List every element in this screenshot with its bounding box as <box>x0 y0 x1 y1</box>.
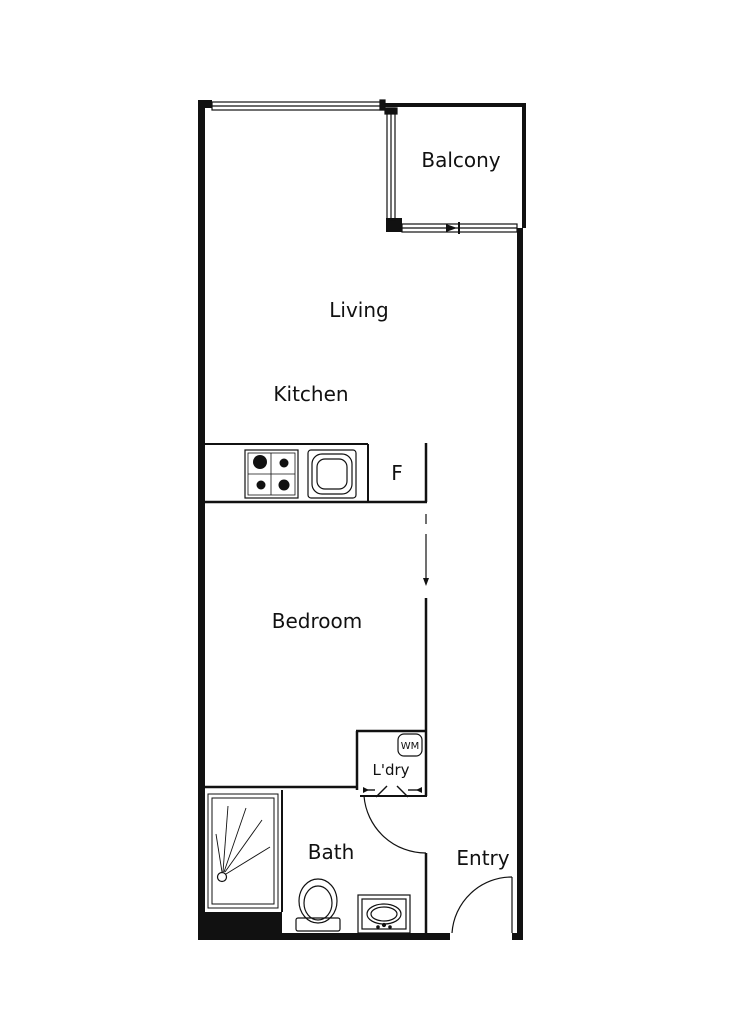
living-label: Living <box>329 298 388 322</box>
washing-machine <box>397 733 423 757</box>
shower-head <box>216 871 228 883</box>
outer-walls <box>198 100 526 940</box>
toilet <box>295 878 341 932</box>
burner <box>256 480 266 490</box>
windows <box>211 99 518 234</box>
left-wall <box>198 103 205 940</box>
door-swings <box>363 795 513 934</box>
fridge-label: F <box>391 461 403 485</box>
burner-large <box>253 455 267 469</box>
balcony-corner-post <box>386 218 402 232</box>
shower <box>207 793 279 909</box>
kitchen-label: Kitchen <box>273 382 348 406</box>
entry-door-swing <box>451 876 513 934</box>
interior-walls <box>204 443 428 934</box>
burner <box>279 458 289 468</box>
kitchen-sink <box>307 449 357 499</box>
right-wall <box>517 228 523 940</box>
laundry-label: L'dry <box>372 761 409 779</box>
bedroom-label: Bedroom <box>272 609 362 633</box>
shower-hob <box>205 912 282 934</box>
sliding-door-arrow <box>446 224 457 232</box>
washing-machine-label: WM <box>401 741 420 752</box>
bath-door-swing <box>363 795 427 854</box>
bedroom-door-arrow <box>423 578 429 586</box>
balcony-top-wall <box>383 103 526 107</box>
balcony-right-wall <box>522 103 526 228</box>
bottom-wall-left <box>198 933 450 940</box>
entry-label: Entry <box>456 846 509 870</box>
corner-post <box>198 100 212 108</box>
bath-label: Bath <box>308 840 355 864</box>
vanity <box>357 894 411 934</box>
balcony-label: Balcony <box>421 148 500 172</box>
burner <box>278 479 290 491</box>
cooktop <box>244 449 299 499</box>
